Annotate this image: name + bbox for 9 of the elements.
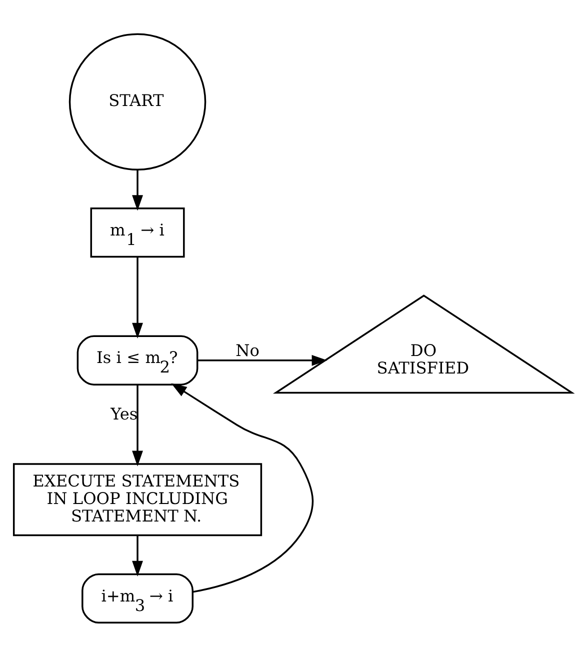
arrow xyxy=(132,384,143,466)
arrow xyxy=(132,256,143,338)
arrow xyxy=(132,535,143,576)
node-box: EXECUTE STATEMENTS IN LOOP INCLUDING STATEMENT N. xyxy=(12,462,262,536)
node-circle: START xyxy=(68,32,206,170)
arrow xyxy=(197,354,328,366)
arrow xyxy=(171,382,314,592)
edge-label: No xyxy=(236,340,260,360)
arrow xyxy=(132,168,143,210)
